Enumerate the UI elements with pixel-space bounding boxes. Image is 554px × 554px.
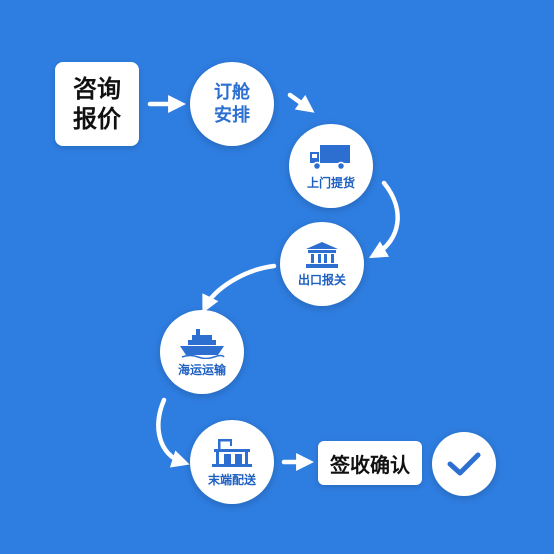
confirm-label: 签收确认 <box>330 452 410 477</box>
step-shipping: 海运运输 <box>160 310 244 394</box>
pickup-label: 上门提货 <box>306 175 355 190</box>
booking-line-2: 安排 <box>214 105 250 126</box>
step-customs: 出口报关 <box>280 222 364 306</box>
customs-label: 出口报关 <box>297 272 346 287</box>
arrow-customs-to-ship <box>202 263 277 314</box>
quote-line-1: 咨询 <box>73 75 121 103</box>
shipping-label: 海运运输 <box>177 362 226 377</box>
booking-line-1: 订舱 <box>214 82 250 103</box>
step-booking: 订舱 安排 <box>190 62 274 146</box>
truck-icon <box>310 144 350 170</box>
arrow-booking-to-pickup <box>287 92 315 113</box>
receipt-confirmation-box: 签收确认 <box>318 441 422 485</box>
arrow-ship-to-delivery <box>156 397 190 468</box>
delivery-label: 末端配送 <box>207 472 256 487</box>
step-delivery: 末端配送 <box>190 420 274 504</box>
quote-inquiry-box: 咨询 报价 <box>55 62 139 146</box>
quote-line-2: 报价 <box>73 105 121 133</box>
step-complete <box>432 432 496 496</box>
cargo-ship-icon <box>180 328 225 359</box>
arrow-pickup-to-customs <box>369 180 400 259</box>
checkmark-icon <box>447 452 481 476</box>
step-pickup: 上门提货 <box>289 124 373 208</box>
warehouse-icon <box>212 438 252 467</box>
customs-building-icon <box>306 241 338 268</box>
